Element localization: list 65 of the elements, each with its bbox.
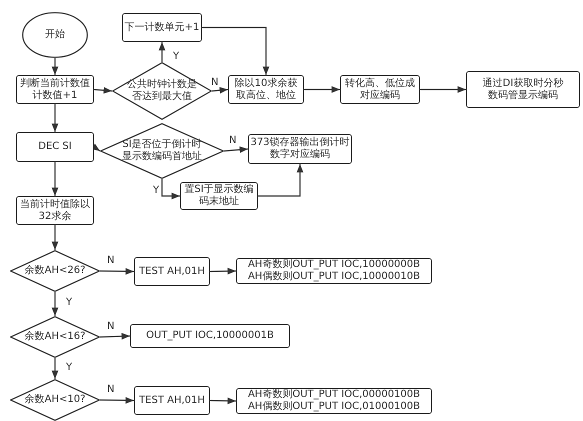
arrow <box>304 86 340 93</box>
arrow <box>100 332 130 340</box>
node-text: 余数AH<10? <box>24 394 86 406</box>
node-text: 置SI于显示数编码末地址 <box>183 184 255 208</box>
node-text: 当前计时值除以32求余 <box>19 198 91 222</box>
arrow <box>52 162 58 196</box>
arrow <box>52 58 58 75</box>
edge-label: Y <box>152 186 160 196</box>
decision-diamond <box>10 250 100 292</box>
node-text: DEC SI <box>38 141 72 153</box>
node-text: 开始 <box>45 29 65 41</box>
process-box <box>16 132 94 162</box>
node-text: AH奇数则OUT_PUT IOC,10000000B <box>248 259 420 271</box>
arrow <box>224 146 248 154</box>
arrow <box>202 26 270 75</box>
arrow <box>212 86 228 94</box>
edge-label: Y <box>65 298 74 308</box>
arrow <box>210 268 236 275</box>
node-text: 下一计数单元+1 <box>124 22 200 34</box>
decision-diamond <box>112 62 212 120</box>
node-text: AH偶数则OUT_PUT IOC,10000010B <box>248 271 420 283</box>
node-text: TEST AH,01H <box>139 266 205 278</box>
node-text: 除以10求余获取高位、地位 <box>234 78 298 102</box>
arrow <box>52 358 58 379</box>
node-text: 判断当前计数值计数值+1 <box>19 78 91 102</box>
edge-label: N <box>106 322 116 332</box>
node-text: 通过DI获取时分秒数码管显示编码 <box>482 78 564 102</box>
arrow <box>52 292 58 316</box>
process-box <box>340 75 420 104</box>
process-box <box>122 13 202 42</box>
node-text: AH偶数则OUT_PUT IOC,01000100B <box>248 401 420 413</box>
edge-label: N <box>106 256 116 266</box>
process-box <box>228 75 304 104</box>
process-box <box>130 324 290 348</box>
decision-diamond <box>10 316 100 358</box>
process-box <box>134 257 210 286</box>
node-text: OUT_PUT IOC,10000001B <box>146 330 274 342</box>
process-box <box>466 71 580 108</box>
process-box <box>134 386 210 415</box>
edge-label: N <box>106 385 116 395</box>
decision-diamond <box>10 379 100 421</box>
arrow <box>258 164 304 197</box>
edge-label: Y <box>65 363 74 373</box>
node-text: 余数AH<26? <box>24 265 86 277</box>
node-text: AH奇数则OUT_PUT IOC,00000100B <box>248 389 420 401</box>
arrow <box>158 42 166 62</box>
arrow <box>52 225 58 250</box>
arrow <box>100 268 134 275</box>
node-text: 余数AH<16? <box>24 331 86 343</box>
process-box <box>236 388 432 414</box>
node-text: 转化高、低位成对应编码 <box>344 78 416 102</box>
edge-label: N <box>210 78 220 88</box>
arrow <box>52 104 58 132</box>
arrow <box>100 397 134 404</box>
edge-label: N <box>228 136 238 146</box>
arrow <box>210 397 236 404</box>
arrow <box>94 86 112 94</box>
node-text: 373锁存器输出倒计时数字对应编码 <box>250 137 350 161</box>
arrow <box>161 179 180 200</box>
process-box <box>236 258 432 284</box>
arrow <box>420 86 466 93</box>
edge-label: Y <box>172 52 180 62</box>
decision-diamond <box>100 123 224 179</box>
node-text: TEST AH,01H <box>139 394 205 406</box>
start-ellipse <box>22 12 88 58</box>
